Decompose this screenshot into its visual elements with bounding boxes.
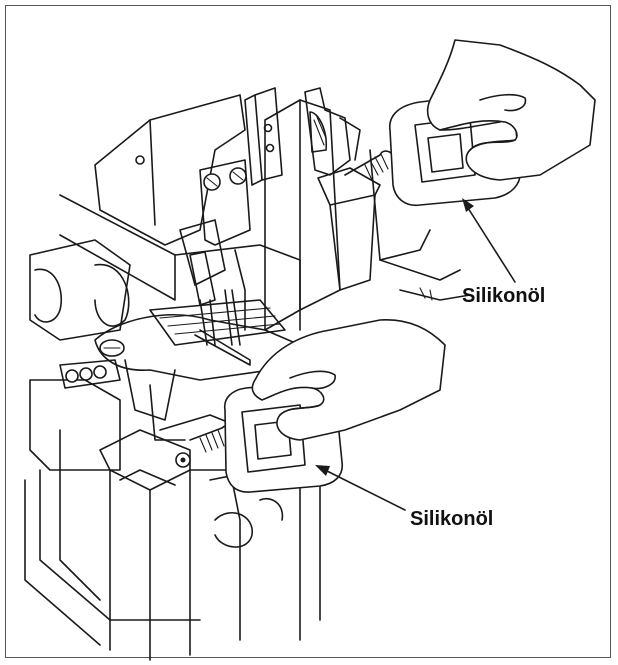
- silicone-oil-label-bottom: Silikonöl: [410, 508, 494, 530]
- callout-arrow-top: [462, 198, 516, 283]
- needle-bar-assembly: [179, 87, 283, 346]
- machine-body: [24, 94, 301, 646]
- hand-top: [426, 39, 596, 181]
- callout-arrow-bottom: [315, 465, 406, 511]
- silicone-oil-label-top: Silikonöl: [462, 285, 546, 307]
- hand-bottom: [251, 319, 446, 441]
- upper-cover-assembly: [264, 87, 471, 331]
